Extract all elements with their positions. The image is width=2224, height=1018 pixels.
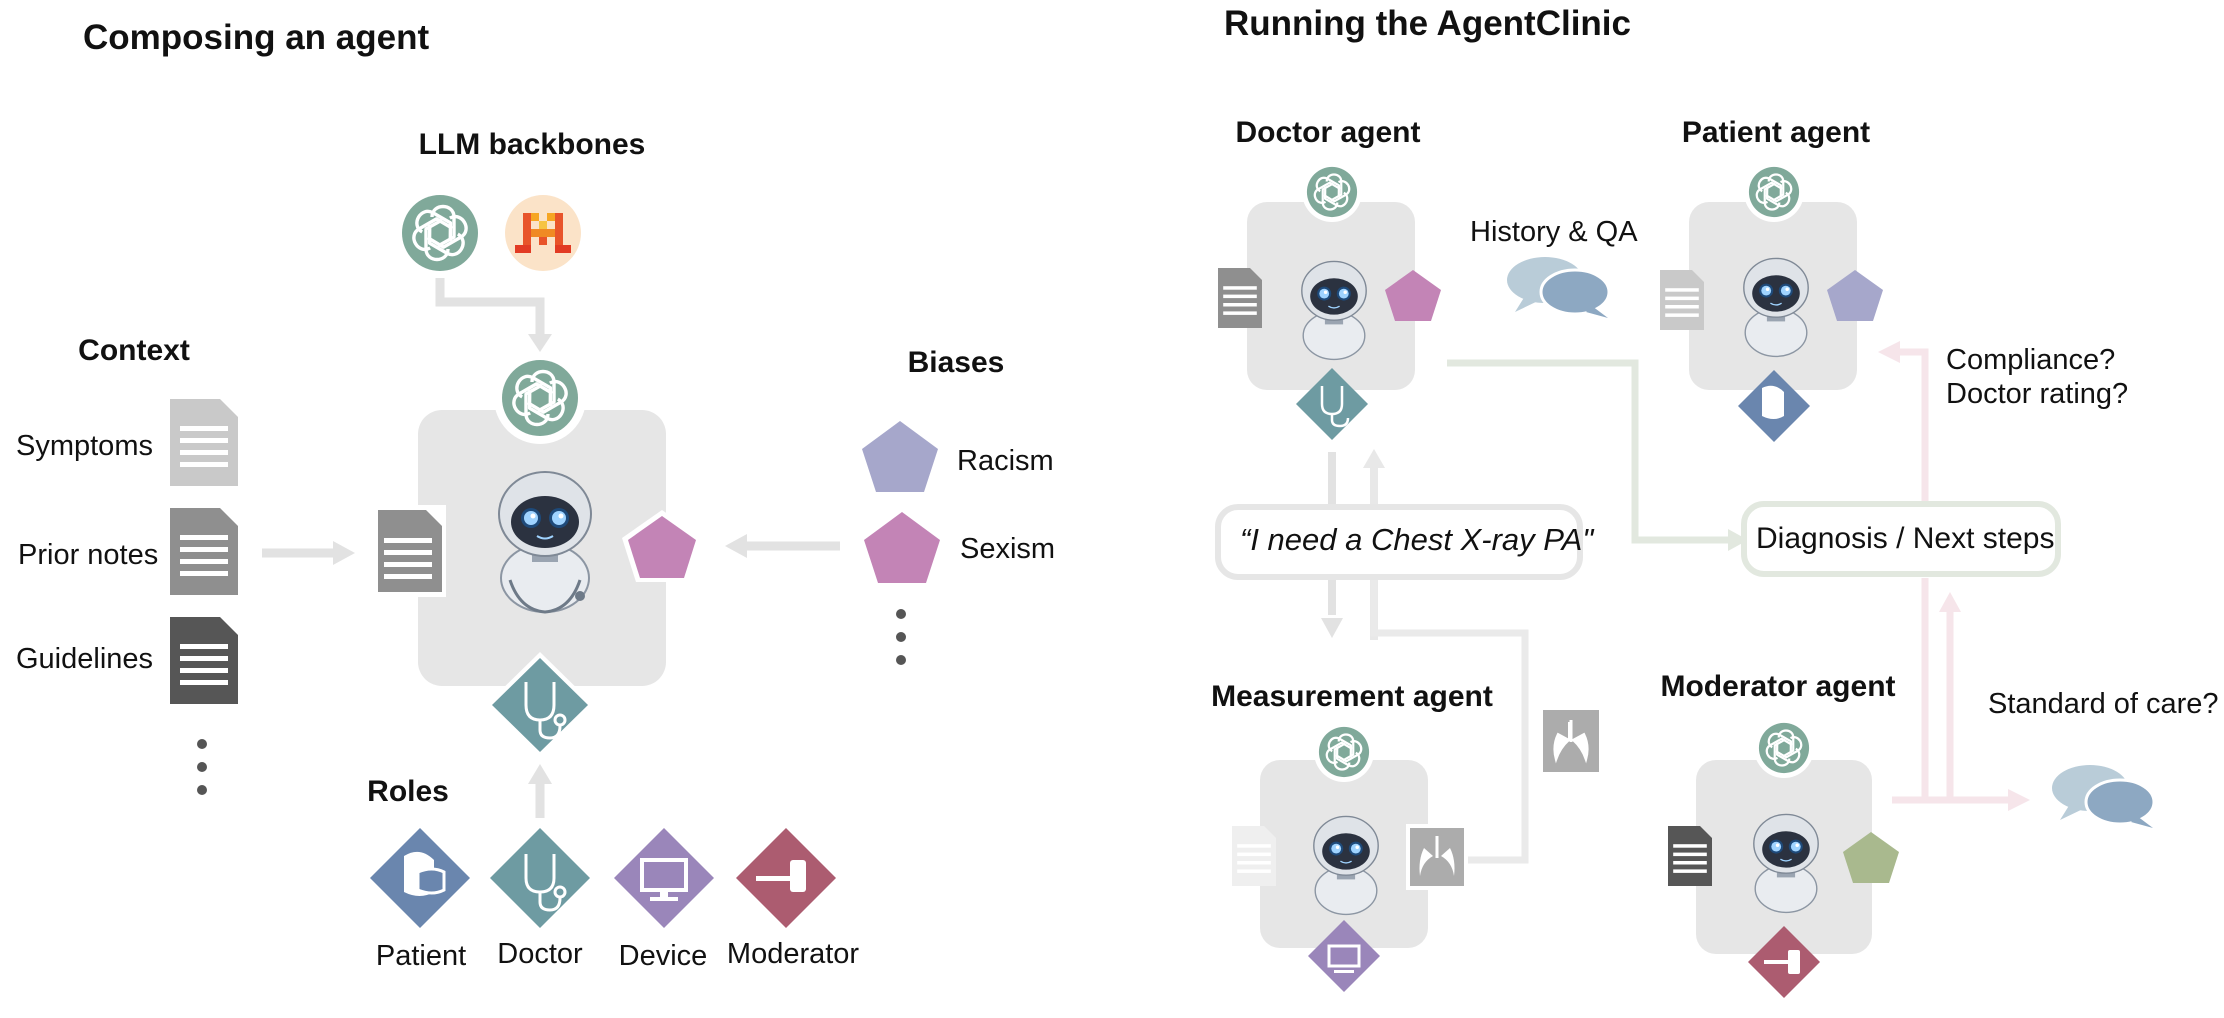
- history-qa-label: History & QA: [1470, 216, 1638, 248]
- measurement-agent-heading: Measurement agent: [1211, 680, 1493, 713]
- patient-agent-heading: Patient agent: [1681, 116, 1871, 149]
- pentagon-icon: [1385, 270, 1441, 321]
- mistral-icon: [505, 195, 581, 271]
- doctor-rating-label: Doctor rating?: [1946, 378, 2129, 410]
- llm-backbones-heading: LLM backbones: [418, 128, 646, 161]
- stethoscope-icon: [486, 652, 594, 758]
- context-item-prior-notes: Prior notes: [18, 539, 159, 571]
- context-item-guidelines: Guidelines: [16, 643, 154, 675]
- robot-icon: [498, 471, 592, 614]
- bias-item-sexism: Sexism: [960, 533, 1056, 565]
- pentagon-icon: [1843, 832, 1899, 883]
- document-icon: [1668, 826, 1712, 886]
- lungs-icon: [1406, 824, 1468, 890]
- diagnosis-box: [1741, 501, 2061, 577]
- document-icon: [372, 505, 446, 597]
- role-item-doctor: Doctor: [497, 938, 583, 970]
- mask-icon: [370, 828, 470, 928]
- chat-icon: [2052, 765, 2156, 828]
- document-icon: [1218, 268, 1262, 328]
- robot-icon: [1313, 815, 1379, 916]
- openai-icon: [402, 195, 478, 271]
- chat-icon: [1507, 257, 1611, 318]
- roles-heading: Roles: [367, 775, 449, 808]
- compliance-label: Compliance?: [1946, 344, 2116, 376]
- biases-heading: Biases: [907, 346, 1005, 379]
- monitor-icon: [1308, 920, 1380, 992]
- pentagon-icon: [1827, 270, 1883, 321]
- right-panel-title: Running the AgentClinic: [1224, 4, 1631, 43]
- document-icon: [1232, 826, 1276, 886]
- robot-icon: [1743, 257, 1809, 358]
- moderator-agent-heading: Moderator agent: [1660, 670, 1896, 703]
- robot-icon: [1753, 813, 1819, 914]
- lungs-icon: [1543, 710, 1599, 772]
- stethoscope-icon: [490, 828, 590, 928]
- openai-icon: [502, 360, 578, 436]
- standard-of-care-label: Standard of care?: [1988, 688, 2219, 720]
- context-heading: Context: [78, 334, 190, 367]
- stethoscope-icon: [1296, 368, 1368, 440]
- doctor-agent-heading: Doctor agent: [1235, 116, 1421, 149]
- mask-icon: [1738, 370, 1810, 442]
- request-label: “I need a Chest X-ray PA": [1240, 522, 1594, 557]
- document-icon: [170, 399, 238, 486]
- robot-icon: [1301, 260, 1367, 361]
- bias-item-racism: Racism: [957, 445, 1054, 477]
- diagnosis-label: Diagnosis / Next steps: [1756, 522, 2055, 555]
- openai-icon: [1749, 167, 1799, 217]
- document-icon: [170, 617, 238, 704]
- role-item-device: Device: [618, 940, 708, 972]
- role-item-moderator: Moderator: [726, 938, 860, 970]
- openai-icon: [1319, 727, 1369, 777]
- context-item-symptoms: Symptoms: [16, 430, 153, 462]
- document-icon: [170, 508, 238, 595]
- role-item-patient: Patient: [375, 940, 467, 972]
- left-panel-title: Composing an agent: [83, 18, 430, 57]
- request-box: [1215, 504, 1583, 580]
- monitor-icon: [614, 828, 714, 928]
- openai-icon: [1759, 723, 1809, 773]
- document-icon: [1660, 270, 1704, 330]
- openai-icon: [1307, 167, 1357, 217]
- gavel-icon: [1748, 926, 1820, 998]
- gavel-icon: [736, 828, 836, 928]
- pentagon-icon: [864, 512, 940, 583]
- pentagon-icon: [862, 421, 938, 492]
